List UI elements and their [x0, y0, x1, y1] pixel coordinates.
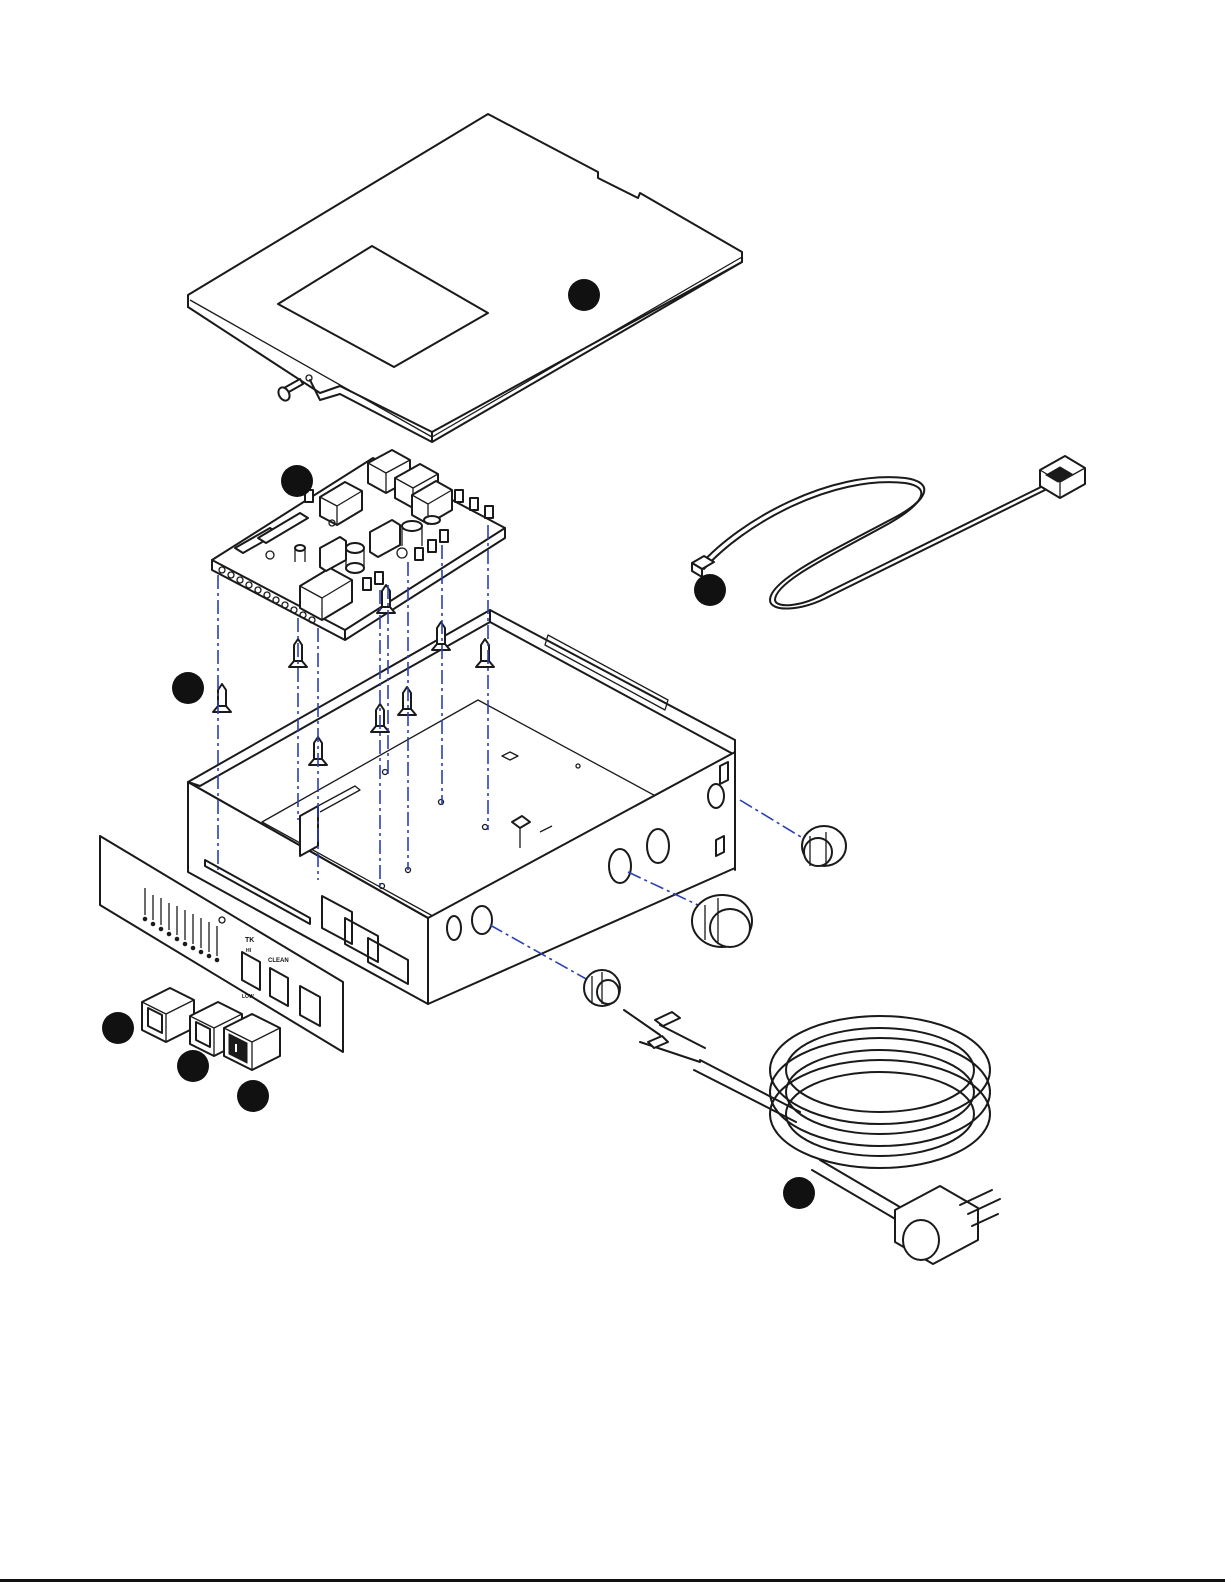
callout-power-cord	[783, 1177, 815, 1209]
cover-screw	[276, 379, 303, 403]
callout-circuit-board	[281, 465, 313, 497]
panel-label-low: LOW	[242, 994, 254, 1000]
panel-label-clean: CLEAN	[268, 958, 289, 964]
cover-lid	[188, 114, 742, 442]
wire-harness	[692, 456, 1085, 609]
callout-rocker-switch-illuminated	[237, 1080, 269, 1112]
power-cord	[624, 1010, 1000, 1264]
callout-rocker-switch-1	[102, 1012, 134, 1044]
panel-label-hi: HI	[246, 948, 252, 954]
callout-wire-harness	[694, 574, 726, 606]
circuit-board	[212, 450, 505, 640]
callout-cover	[568, 279, 600, 311]
callout-standoffs	[172, 672, 204, 704]
callout-rocker-switch-2	[177, 1050, 209, 1082]
page-bottom-rule	[0, 1579, 1225, 1582]
panel-label-tk: TK	[245, 937, 254, 944]
rocker-switch-1	[142, 988, 194, 1042]
